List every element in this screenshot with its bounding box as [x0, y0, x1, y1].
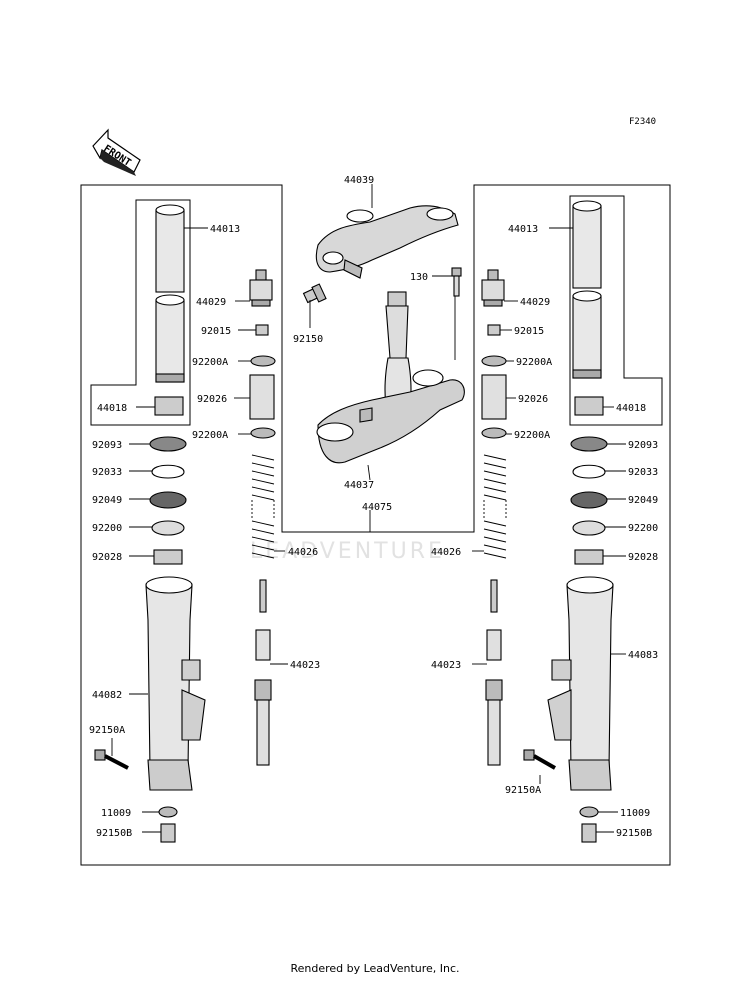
- label-92026-left: 92026: [197, 394, 227, 405]
- seal-92049-right: [570, 491, 608, 509]
- bushing-44018-left: [154, 396, 184, 416]
- label-92049-left: 92049: [92, 495, 122, 506]
- washer-11009-left: [158, 806, 178, 818]
- label-44029-right: 44029: [520, 297, 550, 308]
- label-44023-right: 44023: [431, 660, 461, 671]
- label-44013-left: 44013: [210, 224, 240, 235]
- washer-92200-left: [151, 520, 185, 536]
- label-92033-left: 92033: [92, 467, 122, 478]
- label-92200A-right-2: 92200A: [514, 430, 550, 441]
- left-inner-box: [90, 199, 191, 426]
- label-92150A-left: 92150A: [89, 725, 125, 736]
- right-inner-box: [569, 195, 663, 426]
- washer-92200A-right-1: [481, 355, 507, 367]
- nut-92015-left: [255, 324, 269, 336]
- label-44023-left: 44023: [290, 660, 320, 671]
- bushing-92028-left: [153, 549, 183, 565]
- damper-rod-44023-right: [485, 579, 503, 766]
- upper-bracket-44039: [315, 205, 459, 279]
- label-44013-right: 44013: [508, 224, 538, 235]
- part-labels: 44039 130 92150 44037 44075 44013 44029 …: [89, 175, 658, 839]
- label-92093-right: 92093: [628, 440, 658, 451]
- outer-frame: [80, 184, 671, 866]
- bushing-92028-right: [574, 549, 604, 565]
- inner-tube-44013-right: [572, 200, 602, 379]
- label-92093-left: 92093: [92, 440, 122, 451]
- bushing-44018-right: [574, 396, 604, 416]
- spacer-92026-right: [481, 374, 507, 420]
- bolt-92150A-right: [523, 749, 556, 770]
- bolt-92150B-right: [581, 823, 597, 843]
- label-92150B-right: 92150B: [616, 828, 652, 839]
- circlip-92033-right: [572, 464, 606, 479]
- label-11009-right: 11009: [620, 808, 650, 819]
- leader-lines: [111, 184, 626, 833]
- bolt-92150A-left: [94, 749, 129, 770]
- label-44075: 44075: [362, 502, 392, 513]
- washer-92200A-right-2: [481, 427, 507, 439]
- inner-tube-44013-left: [155, 204, 185, 383]
- outer-tube-44082: [145, 576, 206, 791]
- washer-11009-right: [579, 806, 599, 818]
- label-92200-left: 92200: [92, 523, 122, 534]
- spacer-92026-left: [249, 374, 275, 420]
- label-44082: 44082: [92, 690, 122, 701]
- label-130: 130: [410, 272, 428, 283]
- label-92200-right: 92200: [628, 523, 658, 534]
- front-arrow-icon: FRONT: [92, 128, 141, 176]
- label-44039: 44039: [344, 175, 374, 186]
- washer-92200-right: [572, 520, 606, 536]
- label-11009-left: 11009: [101, 808, 131, 819]
- label-92015-right: 92015: [514, 326, 544, 337]
- label-44026-left: 44026: [288, 547, 318, 558]
- label-92028-right: 92028: [628, 552, 658, 563]
- fork-cap-44029-right: [481, 269, 505, 307]
- label-92200A-left-2: 92200A: [192, 430, 228, 441]
- label-44026-right: 44026: [431, 547, 461, 558]
- oil-seal-92093-right: [570, 436, 608, 452]
- bolt-130: [451, 267, 462, 297]
- washer-92200A-left-1: [250, 355, 276, 367]
- label-92049-right: 92049: [628, 495, 658, 506]
- diagram-code: F2340: [629, 117, 657, 127]
- bolt-92150B-left: [160, 823, 176, 843]
- label-92026-right: 92026: [518, 394, 548, 405]
- label-44083: 44083: [628, 650, 658, 661]
- fork-cap-44029-left: [249, 269, 273, 307]
- label-44029-left: 44029: [196, 297, 226, 308]
- watermark: LEADVENTURE: [250, 539, 445, 564]
- label-92200A-right-1: 92200A: [516, 357, 552, 368]
- label-92200A-left-1: 92200A: [192, 357, 228, 368]
- steering-stem-44037: [316, 291, 465, 464]
- circlip-92033-left: [151, 464, 185, 479]
- label-92015-left: 92015: [201, 326, 231, 337]
- label-92033-right: 92033: [628, 467, 658, 478]
- label-92028-left: 92028: [92, 552, 122, 563]
- label-92150B-left: 92150B: [96, 828, 132, 839]
- damper-rod-44023-left: [254, 579, 272, 766]
- oil-seal-92093-left: [149, 436, 187, 452]
- label-44018-right: 44018: [616, 403, 646, 414]
- spring-44026-left: [251, 454, 275, 559]
- spring-44026-right: [483, 454, 507, 559]
- nut-92015-right: [487, 324, 501, 336]
- footer-credit: Rendered by LeadVenture, Inc.: [290, 962, 460, 975]
- label-92150A-right: 92150A: [505, 785, 541, 796]
- label-44018-left: 44018: [97, 403, 127, 414]
- bolt-92150: [302, 283, 327, 304]
- label-44037: 44037: [344, 480, 374, 491]
- outer-tube-44083: [547, 576, 614, 791]
- seal-92049-left: [149, 491, 187, 509]
- label-92150: 92150: [293, 334, 323, 345]
- washer-92200A-left-2: [250, 427, 276, 439]
